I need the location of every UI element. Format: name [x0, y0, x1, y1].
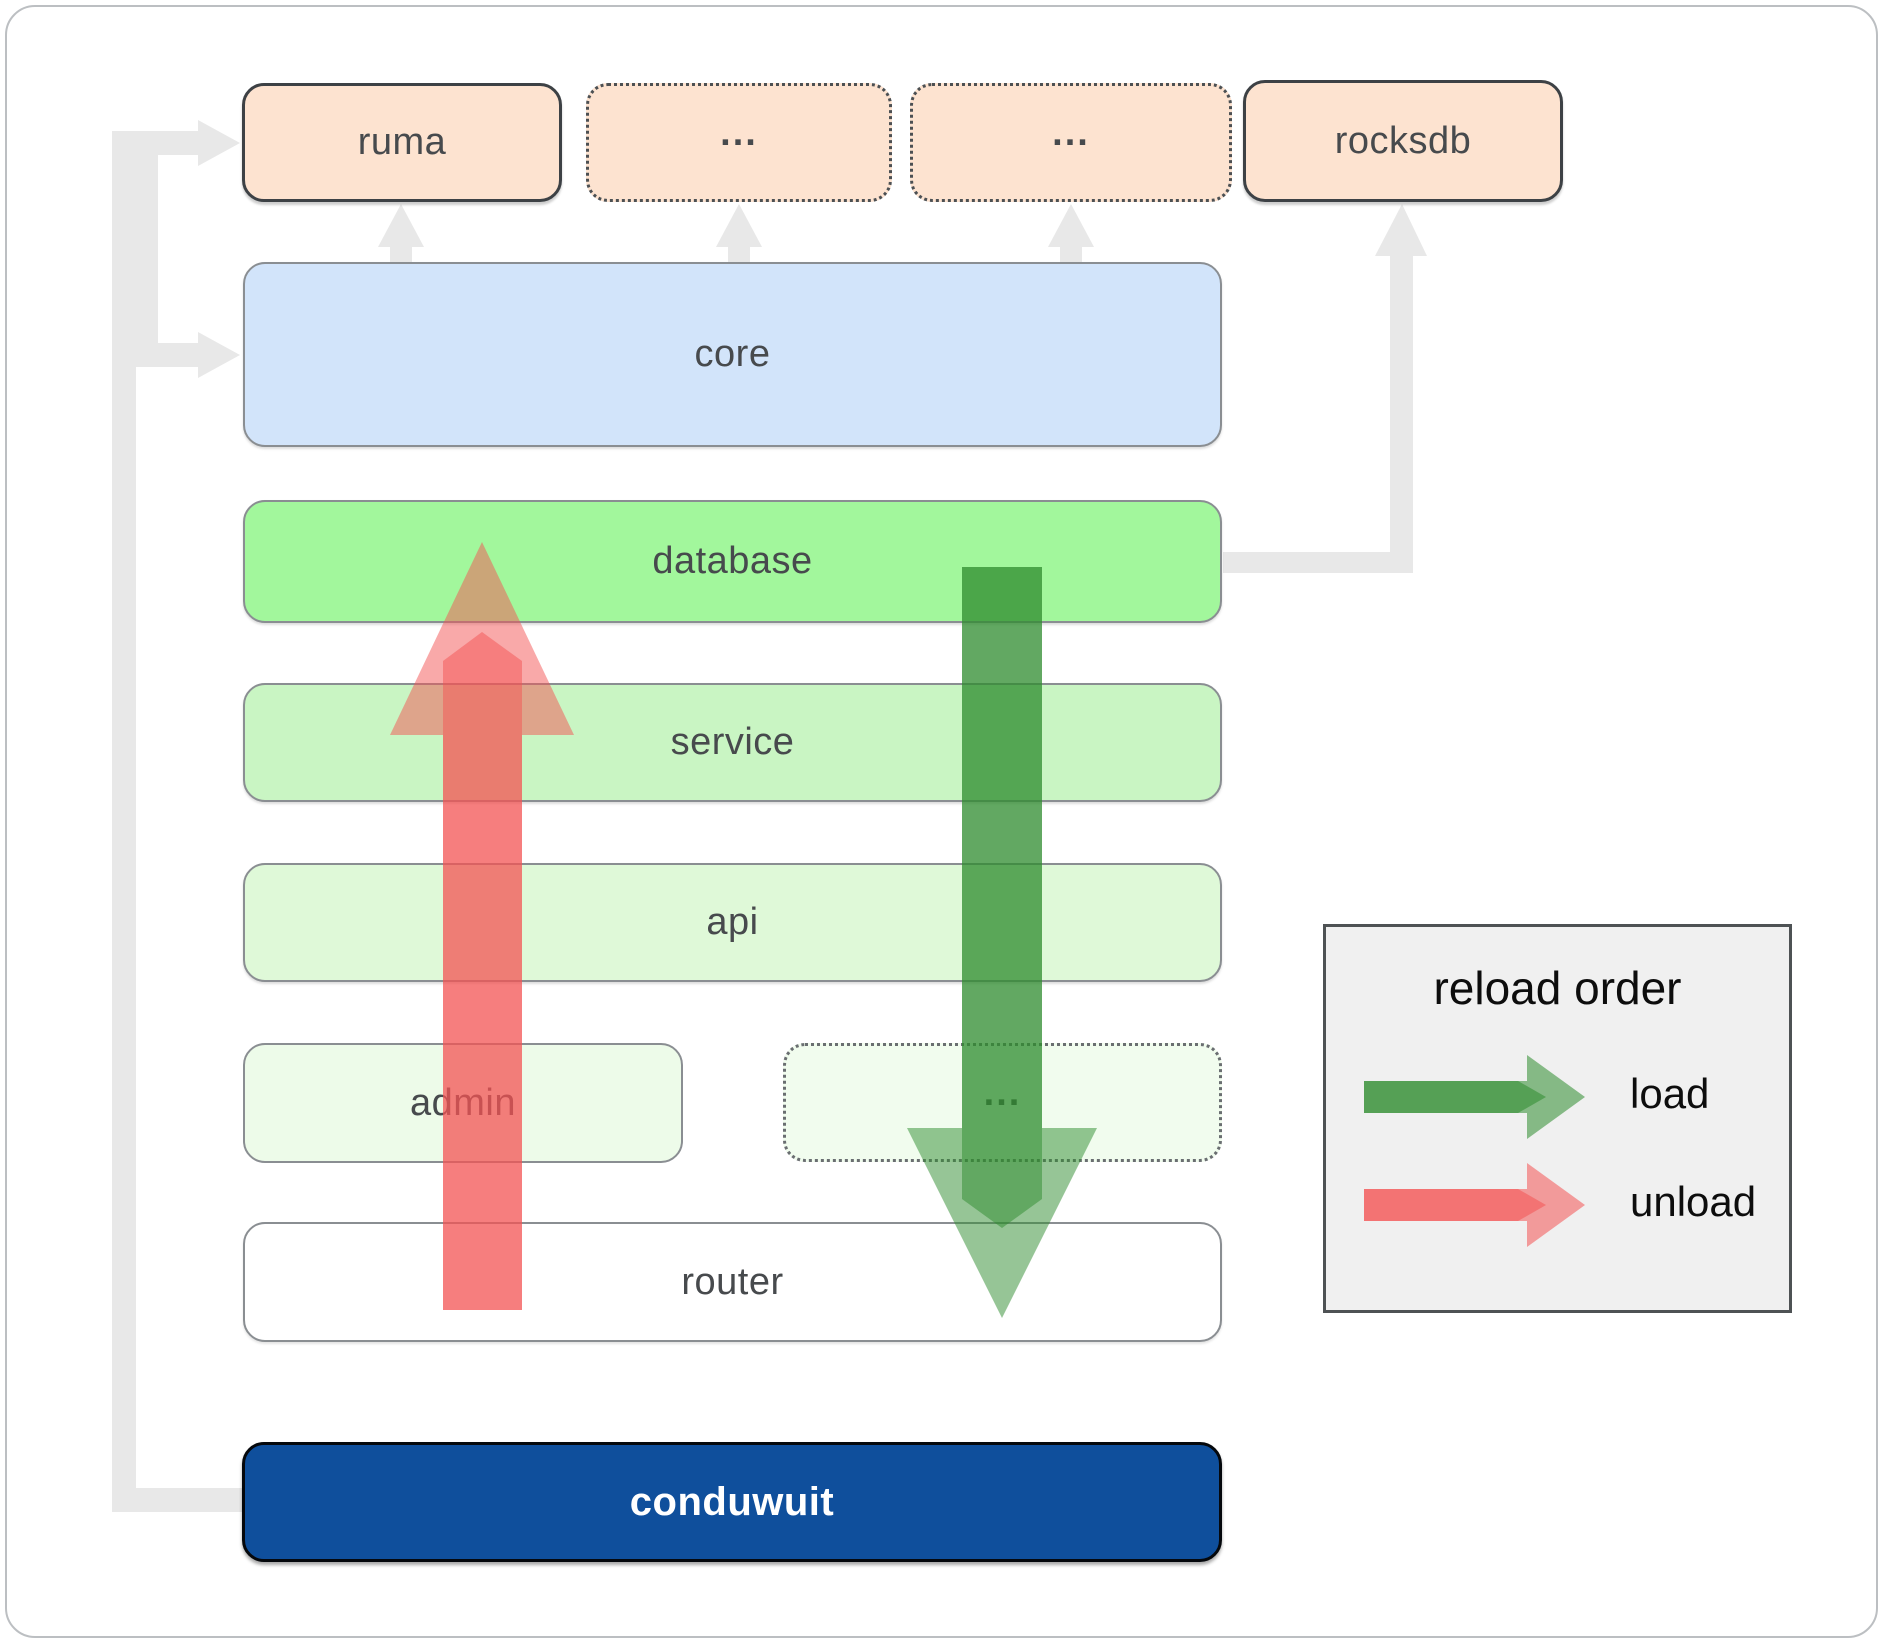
- box-router: router: [243, 1222, 1222, 1342]
- box-rocksdb: rocksdb: [1243, 80, 1563, 202]
- legend-title: reload order: [1433, 962, 1682, 1014]
- box-crates-ellipsis-2: ...: [910, 83, 1232, 202]
- core-label: core: [694, 333, 771, 375]
- service-ellipsis-label: ...: [983, 1072, 1022, 1114]
- box-conduwuit: conduwuit: [242, 1442, 1222, 1562]
- crates-ellipsis-1-label: ...: [720, 112, 758, 154]
- box-core: core: [243, 262, 1222, 447]
- box-database: database: [243, 500, 1222, 623]
- rocksdb-label: rocksdb: [1334, 119, 1472, 162]
- service-label: service: [670, 721, 795, 763]
- box-api: api: [243, 863, 1222, 982]
- api-label: api: [706, 901, 759, 943]
- legend-unload-label: unload: [1630, 1178, 1757, 1225]
- legend: reload order: [1323, 924, 1792, 1313]
- crates-ellipsis-2-label: ...: [1052, 112, 1090, 154]
- box-service-ellipsis: ...: [783, 1043, 1222, 1162]
- conduwuit-label: conduwuit: [629, 1479, 835, 1524]
- ruma-label: ruma: [357, 121, 447, 163]
- database-label: database: [652, 540, 813, 582]
- box-ruma: ruma: [242, 83, 562, 202]
- box-service: service: [243, 683, 1222, 802]
- box-admin: admin: [243, 1043, 683, 1163]
- legend-load-label: load: [1630, 1070, 1710, 1117]
- admin-label: admin: [410, 1081, 516, 1124]
- box-crates-ellipsis-1: ...: [586, 83, 892, 202]
- diagram-frame: [5, 5, 1878, 1638]
- router-label: router: [681, 1260, 784, 1303]
